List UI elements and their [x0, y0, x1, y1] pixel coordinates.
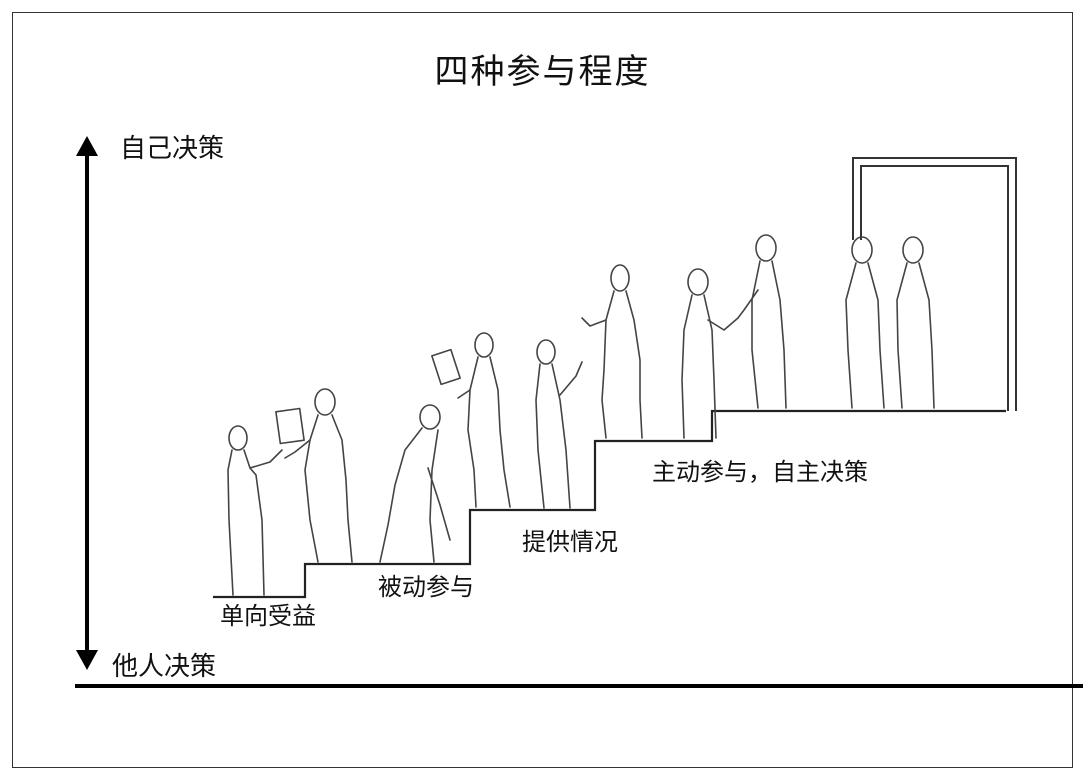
step-label-4: 主动参与，自主决策 — [652, 458, 868, 486]
arrow-down-icon — [76, 650, 98, 670]
axis-bottom-label: 他人决策 — [112, 652, 217, 682]
figure-elder-2 — [379, 404, 451, 563]
figure-standing-4c — [845, 236, 885, 409]
figure-handshake-4a — [681, 268, 739, 439]
step-label-2: 被动参与 — [378, 573, 474, 601]
figure-receiver-1 — [227, 425, 283, 596]
step-label-3: 提供情况 — [522, 528, 618, 556]
axis-top-label: 自己决策 — [120, 134, 225, 164]
arrow-up-icon — [76, 136, 98, 156]
figure-standing-4d — [896, 236, 935, 409]
figure-handshake-4b — [737, 234, 787, 409]
step-label-1: 单向受益 — [220, 602, 316, 630]
vertical-axis-arrow — [76, 136, 98, 670]
figure-speaker-3b — [581, 264, 643, 439]
diagram-title: 四种参与程度 — [434, 52, 651, 92]
door-frame — [852, 157, 1017, 411]
staircase — [213, 409, 1006, 599]
diagram-frame — [12, 12, 1073, 768]
figure-speaker-3a — [535, 339, 583, 509]
figure-giver-1 — [275, 388, 353, 563]
figure-holder-2 — [431, 332, 511, 508]
